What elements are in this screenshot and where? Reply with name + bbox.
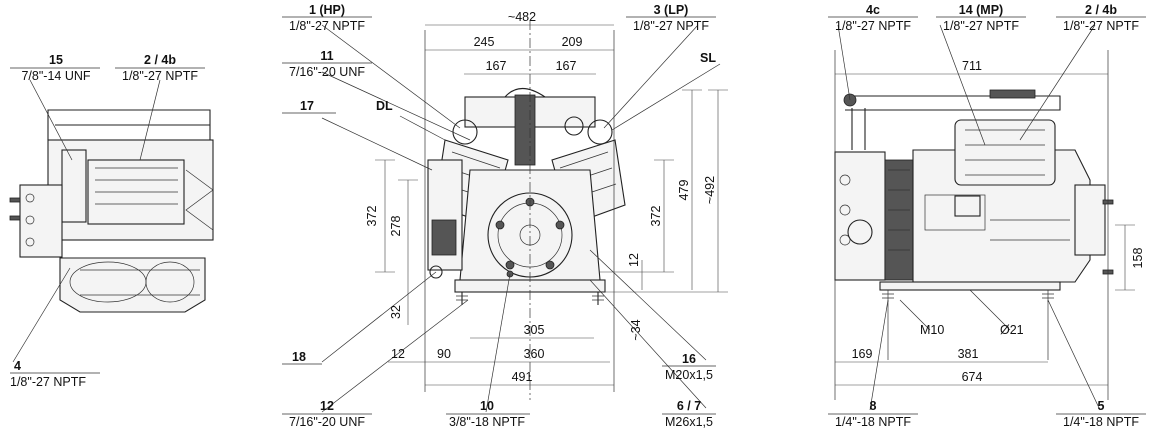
callout-8-num: 8	[870, 399, 877, 413]
callout-10-num: 10	[480, 399, 494, 413]
callout-10-spec: 3/8"-18 NPTF	[449, 415, 525, 429]
callout-3-lp-spec: 1/8"-27 NPTF	[633, 19, 709, 33]
right-base-plate	[879, 281, 1061, 291]
callout-4-spec: 1/8"-27 NPTF	[10, 375, 86, 389]
center-discharge-pipe	[514, 94, 536, 166]
callout-16-num: 16	[682, 352, 696, 366]
callout-6-7-num: 6 / 7	[677, 399, 701, 413]
left-break-line	[185, 169, 214, 231]
callout-2-4b-left-num: 2 / 4b	[144, 53, 176, 67]
callout-5-spec: 1/4"-18 NPTF	[1063, 415, 1139, 429]
callout-5-num: 5	[1098, 399, 1105, 413]
dim-90: 90	[437, 347, 451, 361]
dim-158: 158	[1131, 248, 1145, 269]
dim-12-right: 12	[627, 253, 641, 267]
right-view	[828, 16, 1146, 415]
dim-overall-width: ~482	[508, 10, 536, 24]
callout-4c-spec: 1/8"-27 NPTF	[835, 19, 911, 33]
callout-18-num: 18	[292, 350, 306, 364]
right-motor-end	[834, 151, 886, 281]
dim-305: 305	[524, 323, 545, 337]
dim-381: 381	[958, 347, 979, 361]
label-sl: SL	[700, 51, 716, 65]
callout-6-7-spec: M26x1,5	[665, 415, 713, 429]
callout-14-mp-num: 14 (MP)	[959, 3, 1003, 17]
dim-32: 32	[389, 305, 403, 319]
callout-2-4b-left-spec: 1/8"-27 NPTF	[122, 69, 198, 83]
callout-2-4b-right-num: 2 / 4b	[1085, 3, 1117, 17]
callout-3-lp-num: 3 (LP)	[654, 3, 689, 17]
callout-1-hp-num: 1 (HP)	[309, 3, 345, 17]
callout-15-spec: 7/8"-14 UNF	[21, 69, 90, 83]
dim-360: 360	[524, 347, 545, 361]
callout-15-num: 15	[49, 53, 63, 67]
dim-169: 169	[852, 347, 873, 361]
dim-711: 711	[962, 59, 982, 73]
callout-11-num: 11	[320, 49, 333, 63]
dim-167-left: 167	[486, 59, 507, 73]
callout-14-mp-spec: 1/8"-27 NPTF	[943, 19, 1019, 33]
label-m10: M10	[920, 323, 944, 337]
center-spring-mounts	[456, 295, 604, 301]
callout-8-spec: 1/4"-18 NPTF	[835, 415, 911, 429]
dim-167-right: 167	[556, 59, 577, 73]
callout-11-spec: 7/16"-20 UNF	[289, 65, 365, 79]
lp-valve	[587, 119, 613, 145]
right-end-flange	[1074, 184, 1106, 256]
dim-34: ~34	[629, 319, 643, 340]
right-cylinder-head	[954, 119, 1056, 186]
callout-4-num: 4	[14, 359, 21, 373]
left-crankcase	[59, 257, 206, 313]
right-motor-fan	[884, 159, 914, 281]
dim-209: 209	[562, 35, 583, 49]
dim-479: 479	[677, 180, 691, 201]
left-view	[9, 67, 214, 374]
callout-12-spec: 7/16"-20 UNF	[289, 415, 365, 429]
label-dl: DL	[376, 99, 393, 113]
callout-1-hp-spec: 1/8"-27 NPTF	[289, 19, 365, 33]
dim-372-left: 372	[365, 206, 379, 227]
callout-12-num: 12	[320, 399, 334, 413]
label-17: 17	[300, 99, 314, 113]
dim-278: 278	[389, 216, 403, 237]
left-pipe-vertical	[61, 149, 87, 223]
label-d21: Ø21	[1000, 323, 1024, 337]
dim-12-bottom: 12	[391, 347, 405, 361]
callout-4c-num: 4c	[866, 3, 880, 17]
dim-674: 674	[962, 370, 983, 384]
callout-16-spec: M20x1,5	[665, 368, 713, 382]
dim-492: ~492	[703, 176, 717, 204]
right-top-frame	[845, 95, 1061, 111]
callout-2-4b-right-spec: 1/8"-27 NPTF	[1063, 19, 1139, 33]
dim-245: 245	[474, 35, 495, 49]
center-view	[282, 16, 728, 415]
dim-491: 491	[512, 370, 533, 384]
dim-372-right: 372	[649, 206, 663, 227]
